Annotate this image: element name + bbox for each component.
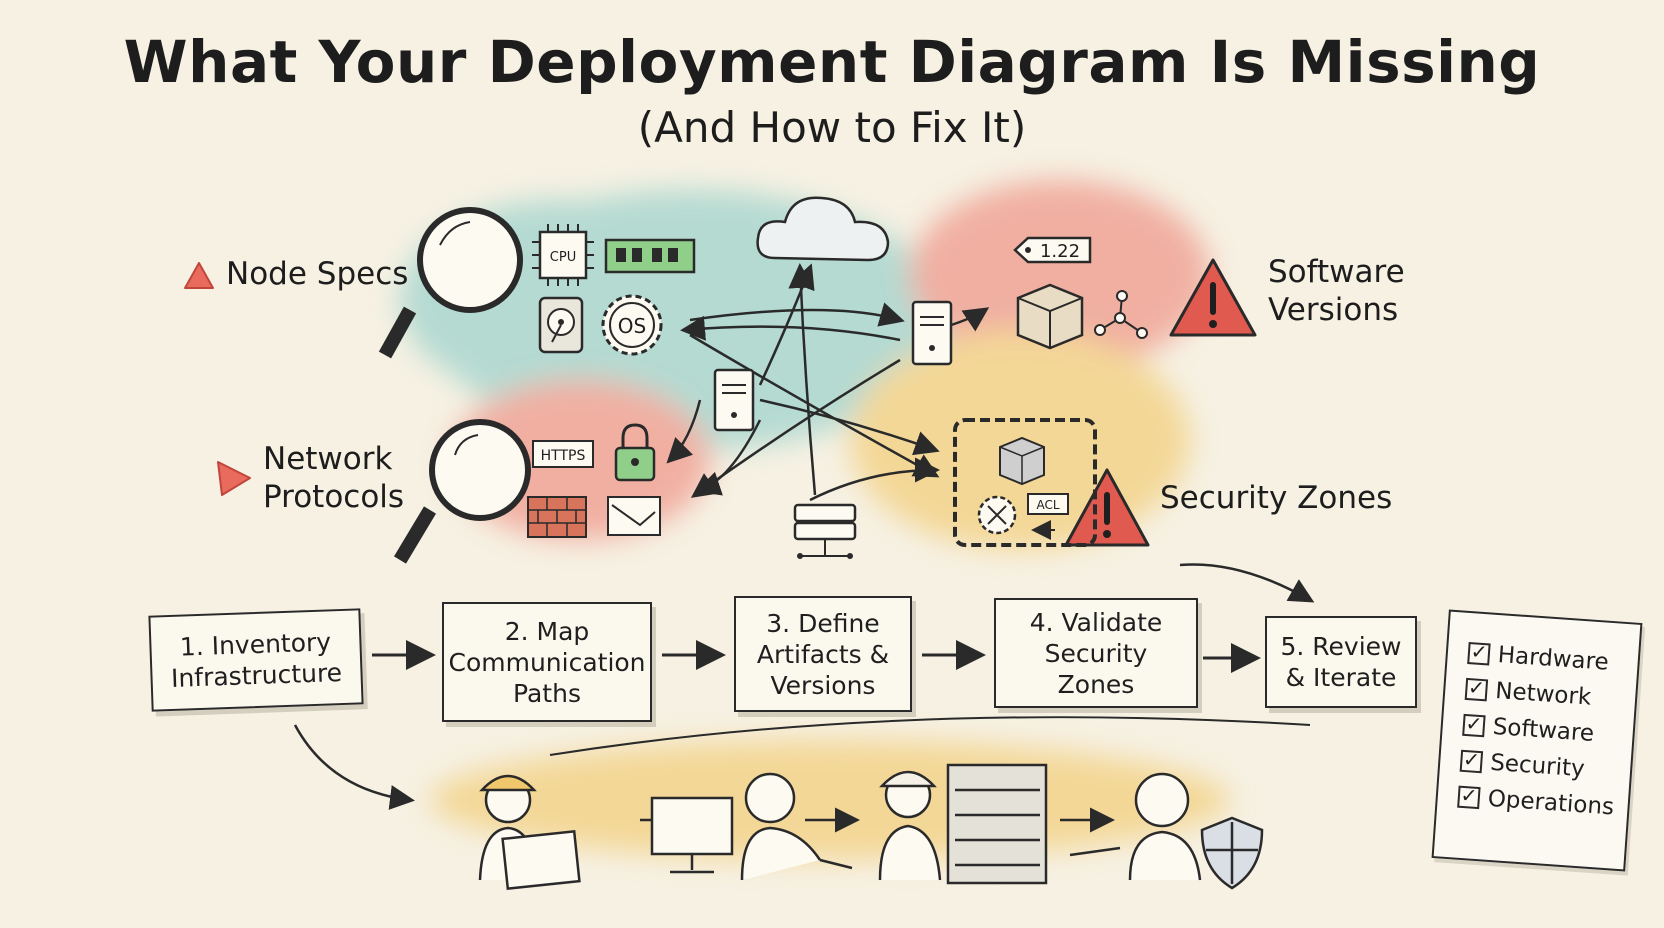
small-warning-icon [184, 262, 214, 289]
checkbox-icon: ✓ [1464, 675, 1489, 702]
checklist: ✓Hardware ✓Network ✓Software ✓Security ✓… [1457, 635, 1639, 826]
network-graph-icon [1094, 290, 1148, 339]
checkbox-icon: ✓ [1457, 783, 1481, 810]
checklist-card: ✓Hardware ✓Network ✓Software ✓Security ✓… [1431, 609, 1643, 872]
https-badge-icon: HTTPS [532, 440, 594, 468]
checkbox-icon: ✓ [1459, 747, 1484, 774]
version-tag-icon: 1.22 [1013, 236, 1092, 264]
step-1-box: 1. Inventory Infrastructure [148, 608, 364, 712]
ram-icon [604, 238, 696, 274]
checkbox-icon: ✓ [1462, 711, 1486, 738]
https-label: HTTPS [541, 448, 586, 464]
cable-icon [607, 496, 661, 536]
warning-icon [1064, 468, 1150, 547]
return-curve [549, 716, 1311, 756]
checkbox-icon: ✓ [1467, 639, 1491, 666]
checklist-item-label: Operations [1486, 785, 1615, 821]
os-gear-icon: OS [601, 294, 663, 356]
firewall-icon [527, 496, 587, 538]
server-icon [911, 300, 953, 366]
server-icon [713, 368, 755, 432]
chain-icon [953, 418, 1097, 547]
step-2-box: 2. Map Communication Paths [442, 602, 652, 722]
small-warning-icon [217, 461, 251, 496]
step-4-box: 4. Validate Security Zones [994, 598, 1198, 708]
os-label: OS [618, 314, 646, 338]
step-2-label: 2. Map Communication Paths [448, 616, 646, 708]
step-3-box: 3. Define Artifacts & Versions [734, 596, 912, 712]
network-protocols-label: Network Protocols [263, 441, 405, 515]
security-zones-label: Security Zones [1160, 480, 1393, 516]
package-icon [999, 436, 1045, 486]
step-3-label: 3. Define Artifacts & Versions [756, 608, 890, 700]
acl-icon: ACL [1027, 493, 1069, 540]
node-specs-label: Node Specs [226, 256, 409, 292]
acl-label: ACL [1036, 498, 1059, 512]
cpu-icon: CPU [532, 224, 594, 286]
warning-icon [1169, 258, 1257, 337]
connection-arrows [293, 263, 1315, 833]
network-switch-icon [793, 503, 857, 559]
page-subtitle: (And How to Fix It) [637, 103, 1027, 152]
people-icon [478, 763, 1264, 890]
step-4-label: 4. Validate Security Zones [1029, 607, 1163, 699]
step-1-label: 1. Inventory Infrastructure [170, 627, 343, 693]
step-arrows [372, 640, 1261, 673]
hard-disk-icon [538, 296, 584, 354]
version-label: 1.22 [1040, 241, 1080, 262]
software-versions-label: Software Versions [1268, 254, 1405, 328]
badge-icon [977, 495, 1017, 535]
page-title: What Your Deployment Diagram Is Missing [123, 28, 1541, 96]
package-icon [1016, 283, 1084, 350]
magnifier-icon [378, 207, 523, 359]
step-5-box: 5. Review & Iterate [1265, 616, 1417, 708]
step-5-label: 5. Review & Iterate [1280, 632, 1402, 692]
padlock-icon [614, 423, 656, 482]
magnifier-icon [393, 419, 531, 564]
cpu-label: CPU [550, 250, 576, 265]
cloud-icon [756, 196, 890, 262]
